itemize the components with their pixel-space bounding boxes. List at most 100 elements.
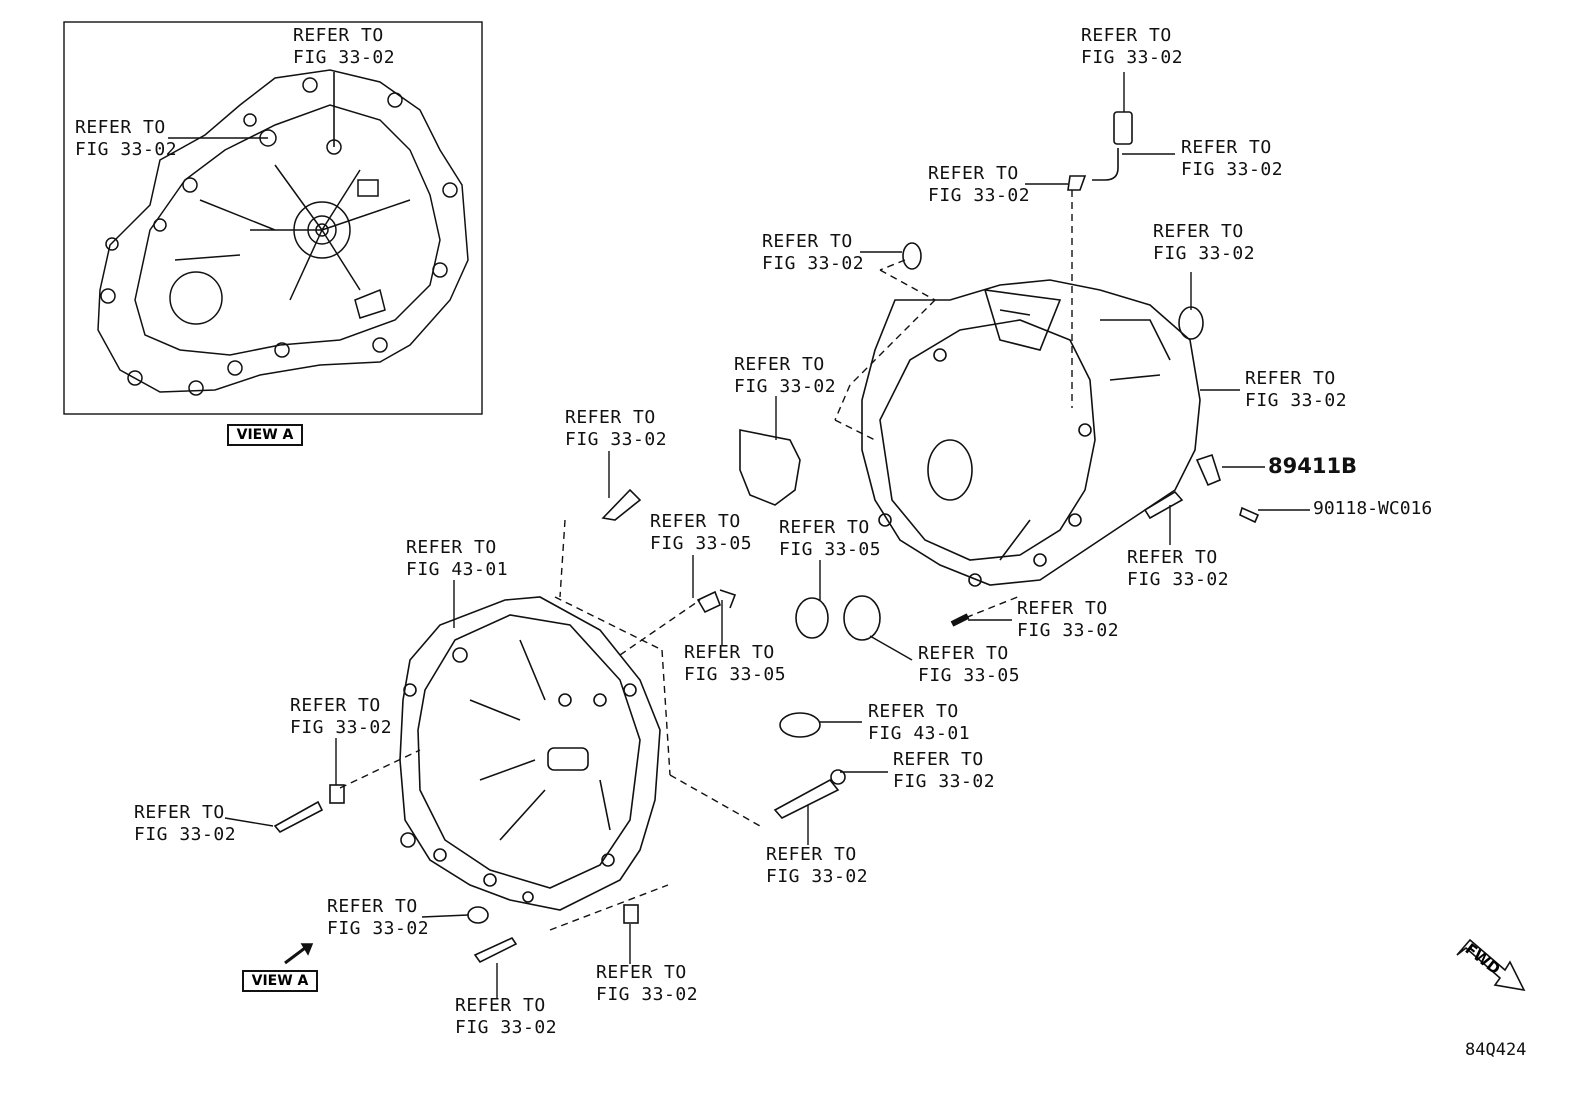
- callout-line2: FIG 43-01: [868, 723, 971, 744]
- callout-line2: FIG 33-02: [293, 47, 396, 68]
- callout-line1: REFER TO: [1245, 368, 1336, 389]
- fwd-arrow: [1456, 938, 1526, 992]
- plug-top: [902, 242, 922, 270]
- inset-housing-drawing: [97, 69, 469, 396]
- view-a-inset-frame: [63, 21, 483, 415]
- breather-plug: [1113, 111, 1133, 145]
- right-housing-drawing: [861, 279, 1201, 587]
- part-number-bolt[interactable]: 90118-WC016: [1313, 498, 1433, 519]
- drawing-code: 84Q424: [1465, 1040, 1527, 1060]
- bolt-right-head: [830, 769, 846, 785]
- callout-line2: FIG 33-02: [1245, 390, 1348, 411]
- callout-line1: REFER TO: [596, 962, 687, 983]
- dowel-bottom: [623, 904, 639, 924]
- dowel-left: [329, 784, 345, 804]
- screw-small: [719, 589, 737, 609]
- callout-line1: REFER TO: [134, 802, 225, 823]
- callout-line2: FIG 33-02: [762, 253, 865, 274]
- callout-line2: FIG 33-02: [596, 984, 699, 1005]
- clip: [696, 590, 722, 614]
- callout-line1: REFER TO: [406, 537, 497, 558]
- bracket-plate: [739, 429, 801, 506]
- callout-line1: REFER TO: [868, 701, 959, 722]
- callout-line1: REFER TO: [1127, 547, 1218, 568]
- callout-line2: FIG 33-02: [1081, 47, 1184, 68]
- callout-line1: REFER TO: [1081, 25, 1172, 46]
- small-parts: [273, 111, 1260, 964]
- callout-line1: REFER TO: [565, 407, 656, 428]
- callout-line2: FIG 33-02: [1017, 620, 1120, 641]
- sensor-bolt: [1239, 506, 1260, 524]
- bolt-right: [773, 778, 840, 819]
- pin: [950, 613, 970, 627]
- callout-line1: REFER TO: [293, 25, 384, 46]
- leader-lines: [224, 72, 1310, 998]
- callout-line2: FIG 33-02: [75, 139, 178, 160]
- bolt-left: [273, 800, 324, 834]
- bolt-top: [601, 488, 642, 521]
- callout-line1: REFER TO: [455, 995, 546, 1016]
- callout-line1: REFER TO: [734, 354, 825, 375]
- assembly-dash-lines: [339, 190, 1073, 931]
- speed-sensor: [1195, 453, 1221, 487]
- view-a-arrow-shaft: [284, 946, 306, 965]
- callout-line1: REFER TO: [928, 163, 1019, 184]
- callout-line1: REFER TO: [290, 695, 381, 716]
- callout-line2: FIG 33-05: [779, 539, 882, 560]
- callout-line2: FIG 33-02: [734, 376, 837, 397]
- callout-line1: REFER TO: [650, 511, 741, 532]
- callout-line1: REFER TO: [327, 896, 418, 917]
- callout-line1: REFER TO: [75, 117, 166, 138]
- callout-line2: FIG 33-05: [918, 665, 1021, 686]
- callout-line1: REFER TO: [1017, 598, 1108, 619]
- callout-line1: REFER TO: [779, 517, 870, 538]
- callout-line2: FIG 33-05: [684, 664, 787, 685]
- callout-line1: REFER TO: [918, 643, 1009, 664]
- callout-line2: FIG 33-02: [1153, 243, 1256, 264]
- callout-line2: FIG 33-02: [327, 918, 430, 939]
- part-number-sensor[interactable]: 89411B: [1268, 454, 1358, 478]
- callout-line2: FIG 33-02: [455, 1017, 558, 1038]
- breather-hose: [1092, 148, 1119, 181]
- callout-line2: FIG 43-01: [406, 559, 509, 580]
- callout-line2: FIG 33-05: [650, 533, 753, 554]
- callout-line1: REFER TO: [893, 749, 984, 770]
- callout-line1: REFER TO: [766, 844, 857, 865]
- plug-bottom: [467, 906, 489, 924]
- callout-line1: REFER TO: [1153, 221, 1244, 242]
- callout-line1: REFER TO: [1181, 137, 1272, 158]
- bolt-bottom: [473, 936, 518, 964]
- cap-right: [843, 595, 881, 641]
- callout-line2: FIG 33-02: [134, 824, 237, 845]
- oil-seal: [1178, 306, 1204, 340]
- breather-elbow: [1067, 175, 1087, 191]
- callout-line2: FIG 33-02: [928, 185, 1031, 206]
- cap-left: [795, 597, 829, 639]
- callout-line2: FIG 33-02: [565, 429, 668, 450]
- bolt-rh: [1143, 490, 1184, 520]
